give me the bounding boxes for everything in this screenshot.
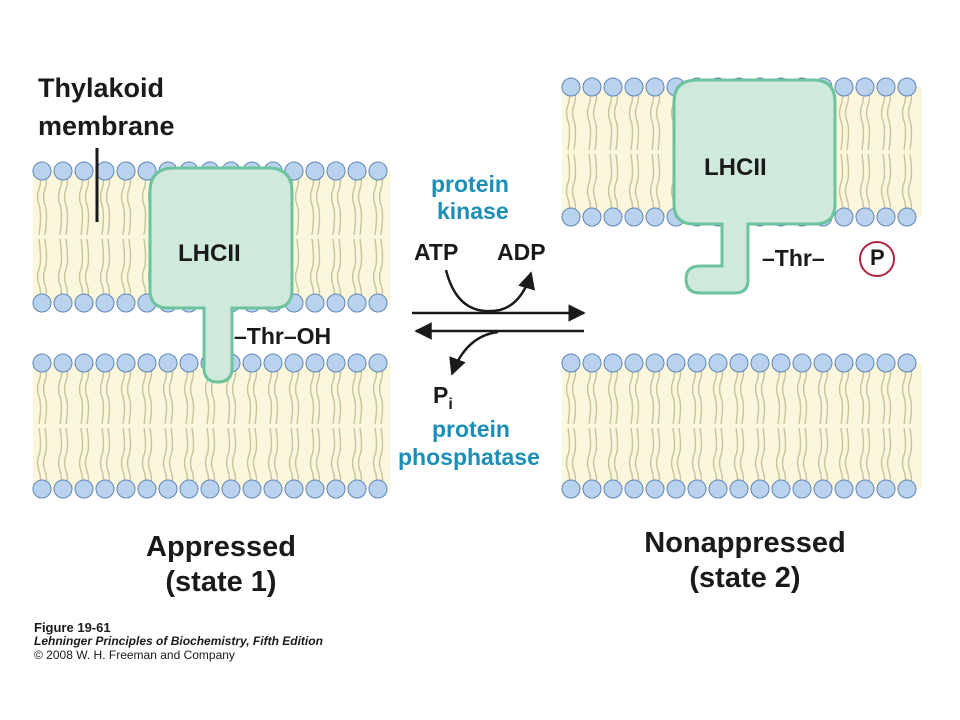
state2-label-line2: (state 2) (689, 562, 801, 594)
lipid-tails (565, 364, 913, 488)
book-title: Lehninger Principles of Biochemistry, Fi… (34, 634, 323, 648)
adp-label: ADP (497, 239, 546, 265)
atp-adp-curve (444, 269, 536, 313)
lipid-tails (36, 364, 384, 488)
lhcii-protein-left (148, 166, 294, 384)
lipid-heads (32, 353, 388, 499)
lhcii-label-right: LHCII (704, 154, 767, 181)
figure-number: Figure 19-61 (34, 620, 111, 635)
membrane-label-line1: Thylakoid (38, 73, 165, 103)
kinase-label-line1: protein (431, 171, 509, 197)
pi-main: P (433, 382, 449, 408)
pi-label: Pi (433, 384, 453, 413)
lhcii-protein-right (672, 78, 837, 295)
membrane-right-bottom (561, 353, 922, 499)
pi-curve (449, 330, 499, 376)
kinase-label-line2: kinase (437, 198, 509, 224)
atp-label: ATP (414, 239, 459, 265)
phosphatase-label-line1: protein (432, 416, 510, 442)
lhcii-label-left: LHCII (178, 240, 241, 267)
membrane-left-bottom (32, 353, 390, 499)
membrane-label-line2: membrane (38, 111, 175, 141)
phosphate-symbol: P (870, 245, 885, 270)
state1-label-line1: Appressed (146, 531, 296, 563)
thr-phospho-label: –Thr– (762, 245, 825, 271)
phosphatase-label-line2: phosphatase (398, 444, 540, 470)
pi-subscript: i (448, 396, 453, 413)
thr-oh-label: –Thr–OH (234, 323, 332, 349)
state2-label-line1: Nonappressed (644, 527, 846, 559)
copyright: © 2008 W. H. Freeman and Company (34, 648, 235, 662)
phosphate-ring (859, 241, 895, 277)
state1-label-line2: (state 1) (165, 566, 277, 598)
lipid-heads (561, 353, 917, 499)
